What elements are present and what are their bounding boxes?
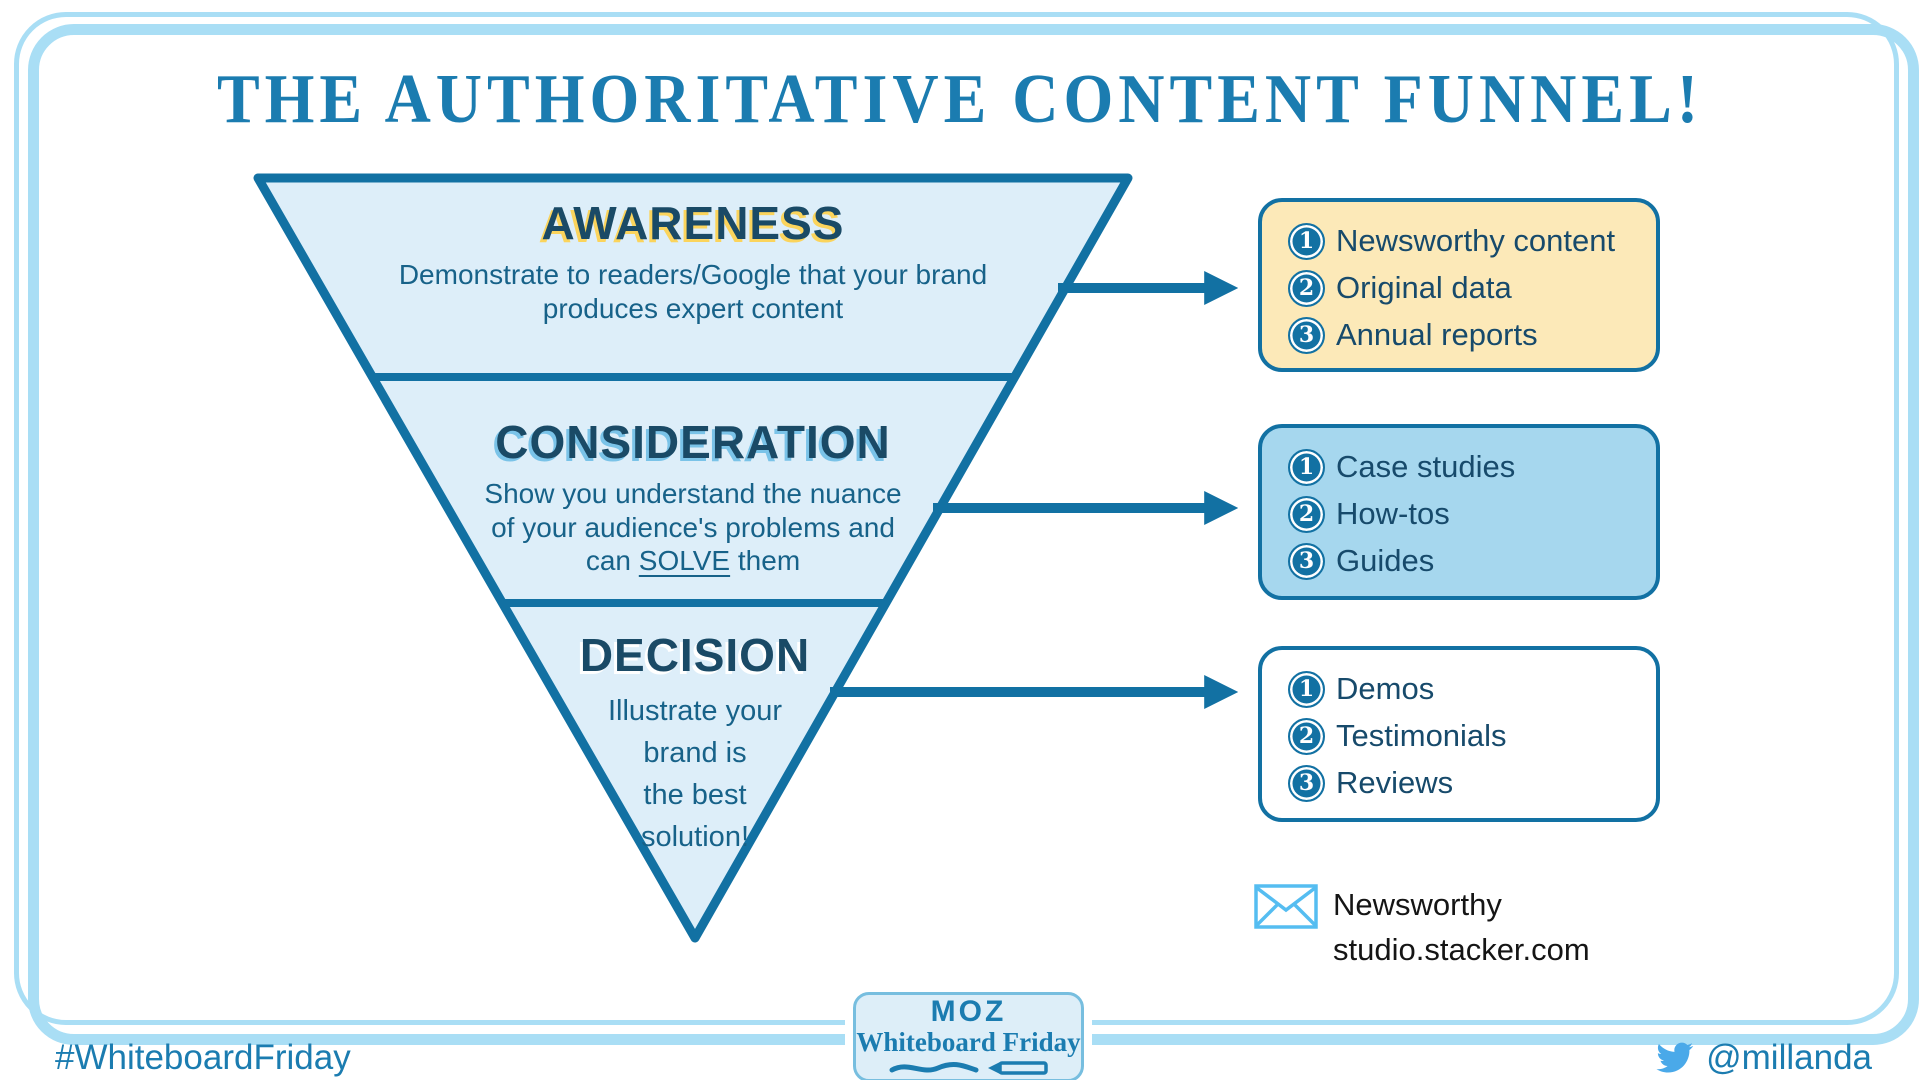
stage-awareness: AWARENESS Demonstrate to readers/Google …	[298, 196, 1088, 325]
solve-emphasis: SOLVE	[638, 545, 731, 577]
stage-consideration-description: Show you understand the nuance of your a…	[484, 478, 902, 577]
stage-awareness-title: AWARENESS	[541, 197, 845, 249]
list-item: 3 Annual reports	[1288, 316, 1656, 354]
list-item: 2 Testimonials	[1288, 717, 1656, 755]
envelope-icon	[1254, 884, 1318, 929]
list-item: 2 Original data	[1288, 269, 1656, 307]
list-item: 2 How-tos	[1288, 495, 1656, 533]
stage-decision-title: DECISION	[579, 629, 811, 681]
badge-3-icon: 3	[1288, 316, 1325, 354]
twitter-icon	[1656, 1042, 1694, 1073]
list-item: 1 Case studies	[1288, 448, 1656, 486]
badge-2-icon: 2	[1288, 717, 1325, 755]
consideration-content-box: 1 Case studies 2 How-tos 3 Guides	[1258, 424, 1660, 600]
twitter-attribution: @millanda	[1654, 1038, 1872, 1078]
badge-1-icon: 1	[1288, 448, 1325, 486]
moz-whiteboard-friday-logo: MOZ Whiteboard Friday	[853, 992, 1084, 1080]
contact-block: Newsworthy studio.stacker.com	[1253, 883, 1590, 973]
badge-1-icon: 1	[1288, 222, 1325, 260]
hashtag-text: #WhiteboardFriday	[55, 1038, 351, 1077]
stage-decision: DECISION Illustrate your brand is the be…	[445, 628, 945, 858]
list-item: 3 Reviews	[1288, 764, 1656, 802]
stage-consideration-title: CONSIDERATION	[495, 416, 891, 468]
list-item: 1 Newsworthy content	[1288, 222, 1656, 260]
badge-2-icon: 2	[1288, 269, 1325, 307]
whiteboard-friday-text: Whiteboard Friday	[856, 1027, 1081, 1058]
badge-1-icon: 1	[1288, 670, 1325, 708]
badge-3-icon: 3	[1288, 542, 1325, 580]
list-item: 1 Demos	[1288, 670, 1656, 708]
list-item: 3 Guides	[1288, 542, 1656, 580]
stage-awareness-description: Demonstrate to readers/Google that your …	[398, 259, 988, 324]
twitter-handle: @millanda	[1706, 1038, 1872, 1077]
funnel-triangle	[253, 173, 1133, 943]
contact-text: Newsworthy studio.stacker.com	[1333, 887, 1590, 967]
awareness-content-box: 1 Newsworthy content 2 Original data 3 A…	[1258, 198, 1660, 372]
page-title: THE AUTHORITATIVE CONTENT FUNNEL!	[216, 59, 1704, 138]
badge-2-icon: 2	[1288, 495, 1325, 533]
badge-3-icon: 3	[1288, 764, 1325, 802]
decision-content-box: 1 Demos 2 Testimonials 3 Reviews	[1258, 646, 1660, 822]
moz-logo-text: MOZ	[930, 995, 1007, 1029]
marker-pen-icon	[889, 1060, 1048, 1075]
stage-decision-description: Illustrate your brand is the best soluti…	[607, 695, 783, 854]
stage-consideration: CONSIDERATION Show you understand the nu…	[343, 415, 1043, 578]
